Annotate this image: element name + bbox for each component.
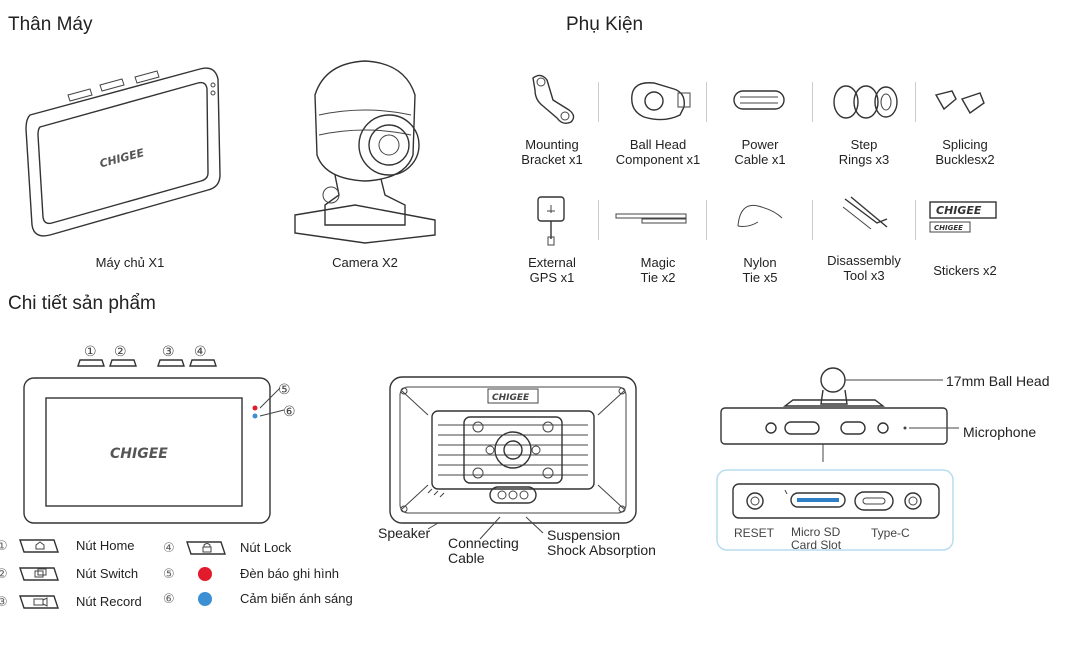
typec-label: Type-C: [871, 526, 910, 540]
light-sensor-indicator: [198, 592, 212, 606]
splicing-buckles-icon: [934, 90, 985, 115]
home-icon: [19, 539, 59, 553]
front-logo: CHIGEE: [110, 446, 168, 462]
record-led-indicator: [198, 567, 212, 581]
ball-head-label: 17mm Ball Head: [946, 373, 1050, 389]
legend-home: ① Nút Home: [0, 538, 135, 553]
host-logo: CHIGEE: [98, 146, 146, 170]
host-caption: Máy chủ X1: [95, 255, 165, 270]
side-view-illustration: [716, 367, 959, 551]
switch-icon: [19, 567, 59, 581]
back-view-illustration: CHIGEE: [389, 376, 637, 524]
legend-record-led: ⑤ Đèn báo ghi hình: [163, 566, 340, 581]
button-number-1: ①: [84, 343, 97, 359]
light-sensor-dot: [252, 413, 258, 419]
legend-lock: ④ Nút Lock: [163, 540, 292, 555]
details-title: Chi tiết sản phẩm: [8, 293, 156, 314]
sticker-logo-small: CHIGEE: [934, 224, 963, 232]
main-unit-title: Thân Máy: [8, 14, 93, 35]
sticker-logo-large: CHIGEE: [936, 204, 982, 217]
speaker-label: Speaker: [378, 525, 431, 541]
lock-button-shape: [189, 359, 217, 367]
record-led-dot: [252, 405, 258, 411]
mounting-bracket-icon: [532, 74, 575, 125]
nylon-tie-icon: [737, 204, 783, 227]
button-number-5: ⑤: [278, 381, 291, 397]
external-gps-icon: [537, 196, 565, 246]
lock-icon: [186, 541, 226, 555]
step-rings-icon: [833, 85, 898, 119]
button-number-6: ⑥: [283, 403, 296, 419]
ball-head-component-icon: [631, 82, 691, 121]
magic-tie-icon: [615, 213, 687, 224]
front-view-illustration: CHIGEE: [23, 359, 285, 524]
button-number-3: ③: [162, 343, 175, 359]
home-button-shape: [77, 359, 105, 367]
acc-stickers: Stickers x2: [933, 263, 997, 278]
accessories-title: Phụ Kiện: [566, 14, 644, 35]
back-callout-lines: [427, 516, 544, 540]
connecting-cable-label: Connecting Cable: [448, 535, 519, 566]
micro-sd-slot: [797, 498, 839, 502]
legend-switch: ② Nút Switch: [0, 566, 139, 581]
reset-label: RESET: [734, 526, 775, 540]
stickers-icon: CHIGEE CHIGEE: [929, 201, 997, 233]
microphone-label: Microphone: [963, 424, 1037, 440]
record-button-shape: [157, 359, 185, 367]
button-number-2: ②: [114, 343, 127, 359]
legend-light-sensor: ⑥ Cảm biến ánh sáng: [163, 591, 353, 606]
button-number-4: ④: [194, 343, 207, 359]
camera-caption: Camera X2: [332, 255, 398, 270]
power-cable-icon: [733, 90, 785, 110]
switch-button-shape: [109, 359, 137, 367]
disassembly-tool-icon: [842, 196, 888, 230]
back-logo: CHIGEE: [492, 393, 530, 403]
legend-record: ③ Nút Record: [0, 594, 142, 609]
record-icon: [19, 595, 59, 609]
micro-sd-label: Micro SD Card Slot: [791, 525, 842, 552]
host-device-illustration: CHIGEE: [25, 67, 221, 237]
port-detail-box: [716, 469, 954, 551]
camera-illustration: [294, 60, 436, 244]
suspension-label: Suspension Shock Absorption: [547, 527, 656, 558]
